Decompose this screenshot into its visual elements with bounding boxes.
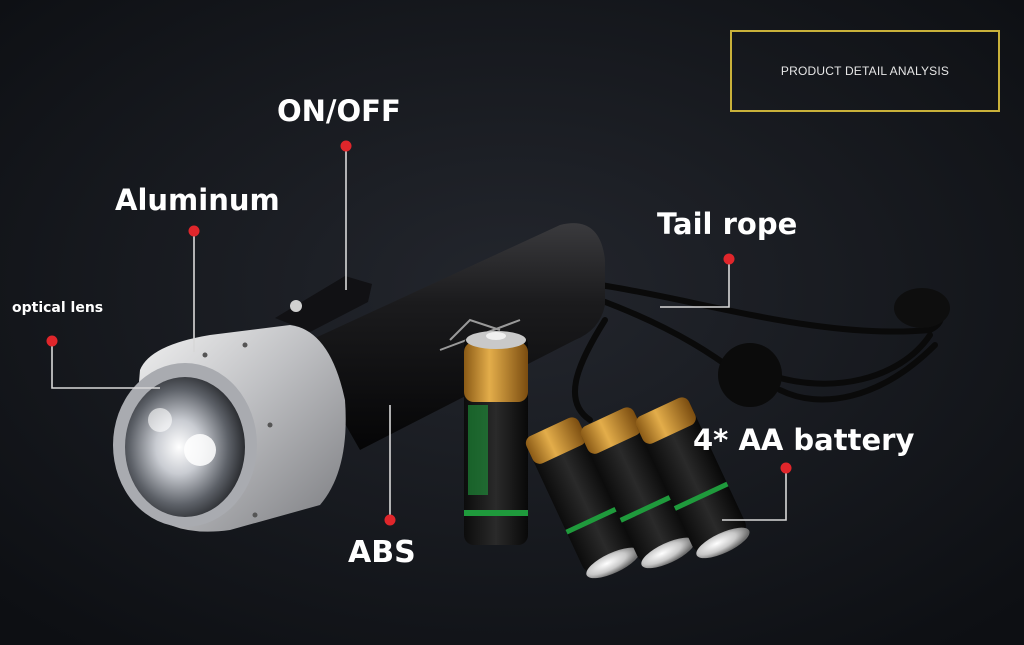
battery-leaning-3 — [635, 397, 750, 559]
label-aluminum: Aluminum — [115, 183, 280, 217]
label-tail-rope: Tail rope — [657, 207, 798, 241]
battery-leaning-2 — [580, 407, 695, 569]
label-on-off: ON/OFF — [277, 94, 401, 128]
markers — [46, 140, 792, 526]
leader-tail-rope — [660, 259, 730, 308]
cord-end — [894, 288, 950, 328]
product-detail-title: PRODUCT DETAIL ANALYSIS — [780, 64, 950, 78]
label-optical-lens: optical lens — [12, 300, 104, 316]
flashlight — [113, 223, 605, 532]
product-detail-title-box: PRODUCT DETAIL ANALYSIS — [730, 30, 1000, 112]
label-abs: ABS — [348, 535, 416, 570]
switch-screw — [290, 300, 302, 312]
marker-tail-rope — [723, 253, 735, 265]
leader-optical-lens — [51, 341, 160, 389]
battery-leaning-1 — [525, 417, 640, 579]
label-battery: 4* AA battery — [693, 423, 915, 457]
leader-battery — [722, 468, 787, 521]
marker-battery — [780, 462, 792, 474]
marker-on-off — [340, 140, 352, 152]
marker-abs — [384, 514, 396, 526]
marker-aluminum — [188, 225, 200, 237]
leader-lines — [51, 146, 787, 521]
on-off-switch — [275, 276, 372, 332]
cord-lock-bead — [718, 343, 782, 407]
aa-batteries — [464, 331, 750, 579]
marker-optical-lens — [46, 335, 58, 347]
battery-upright — [464, 331, 528, 545]
